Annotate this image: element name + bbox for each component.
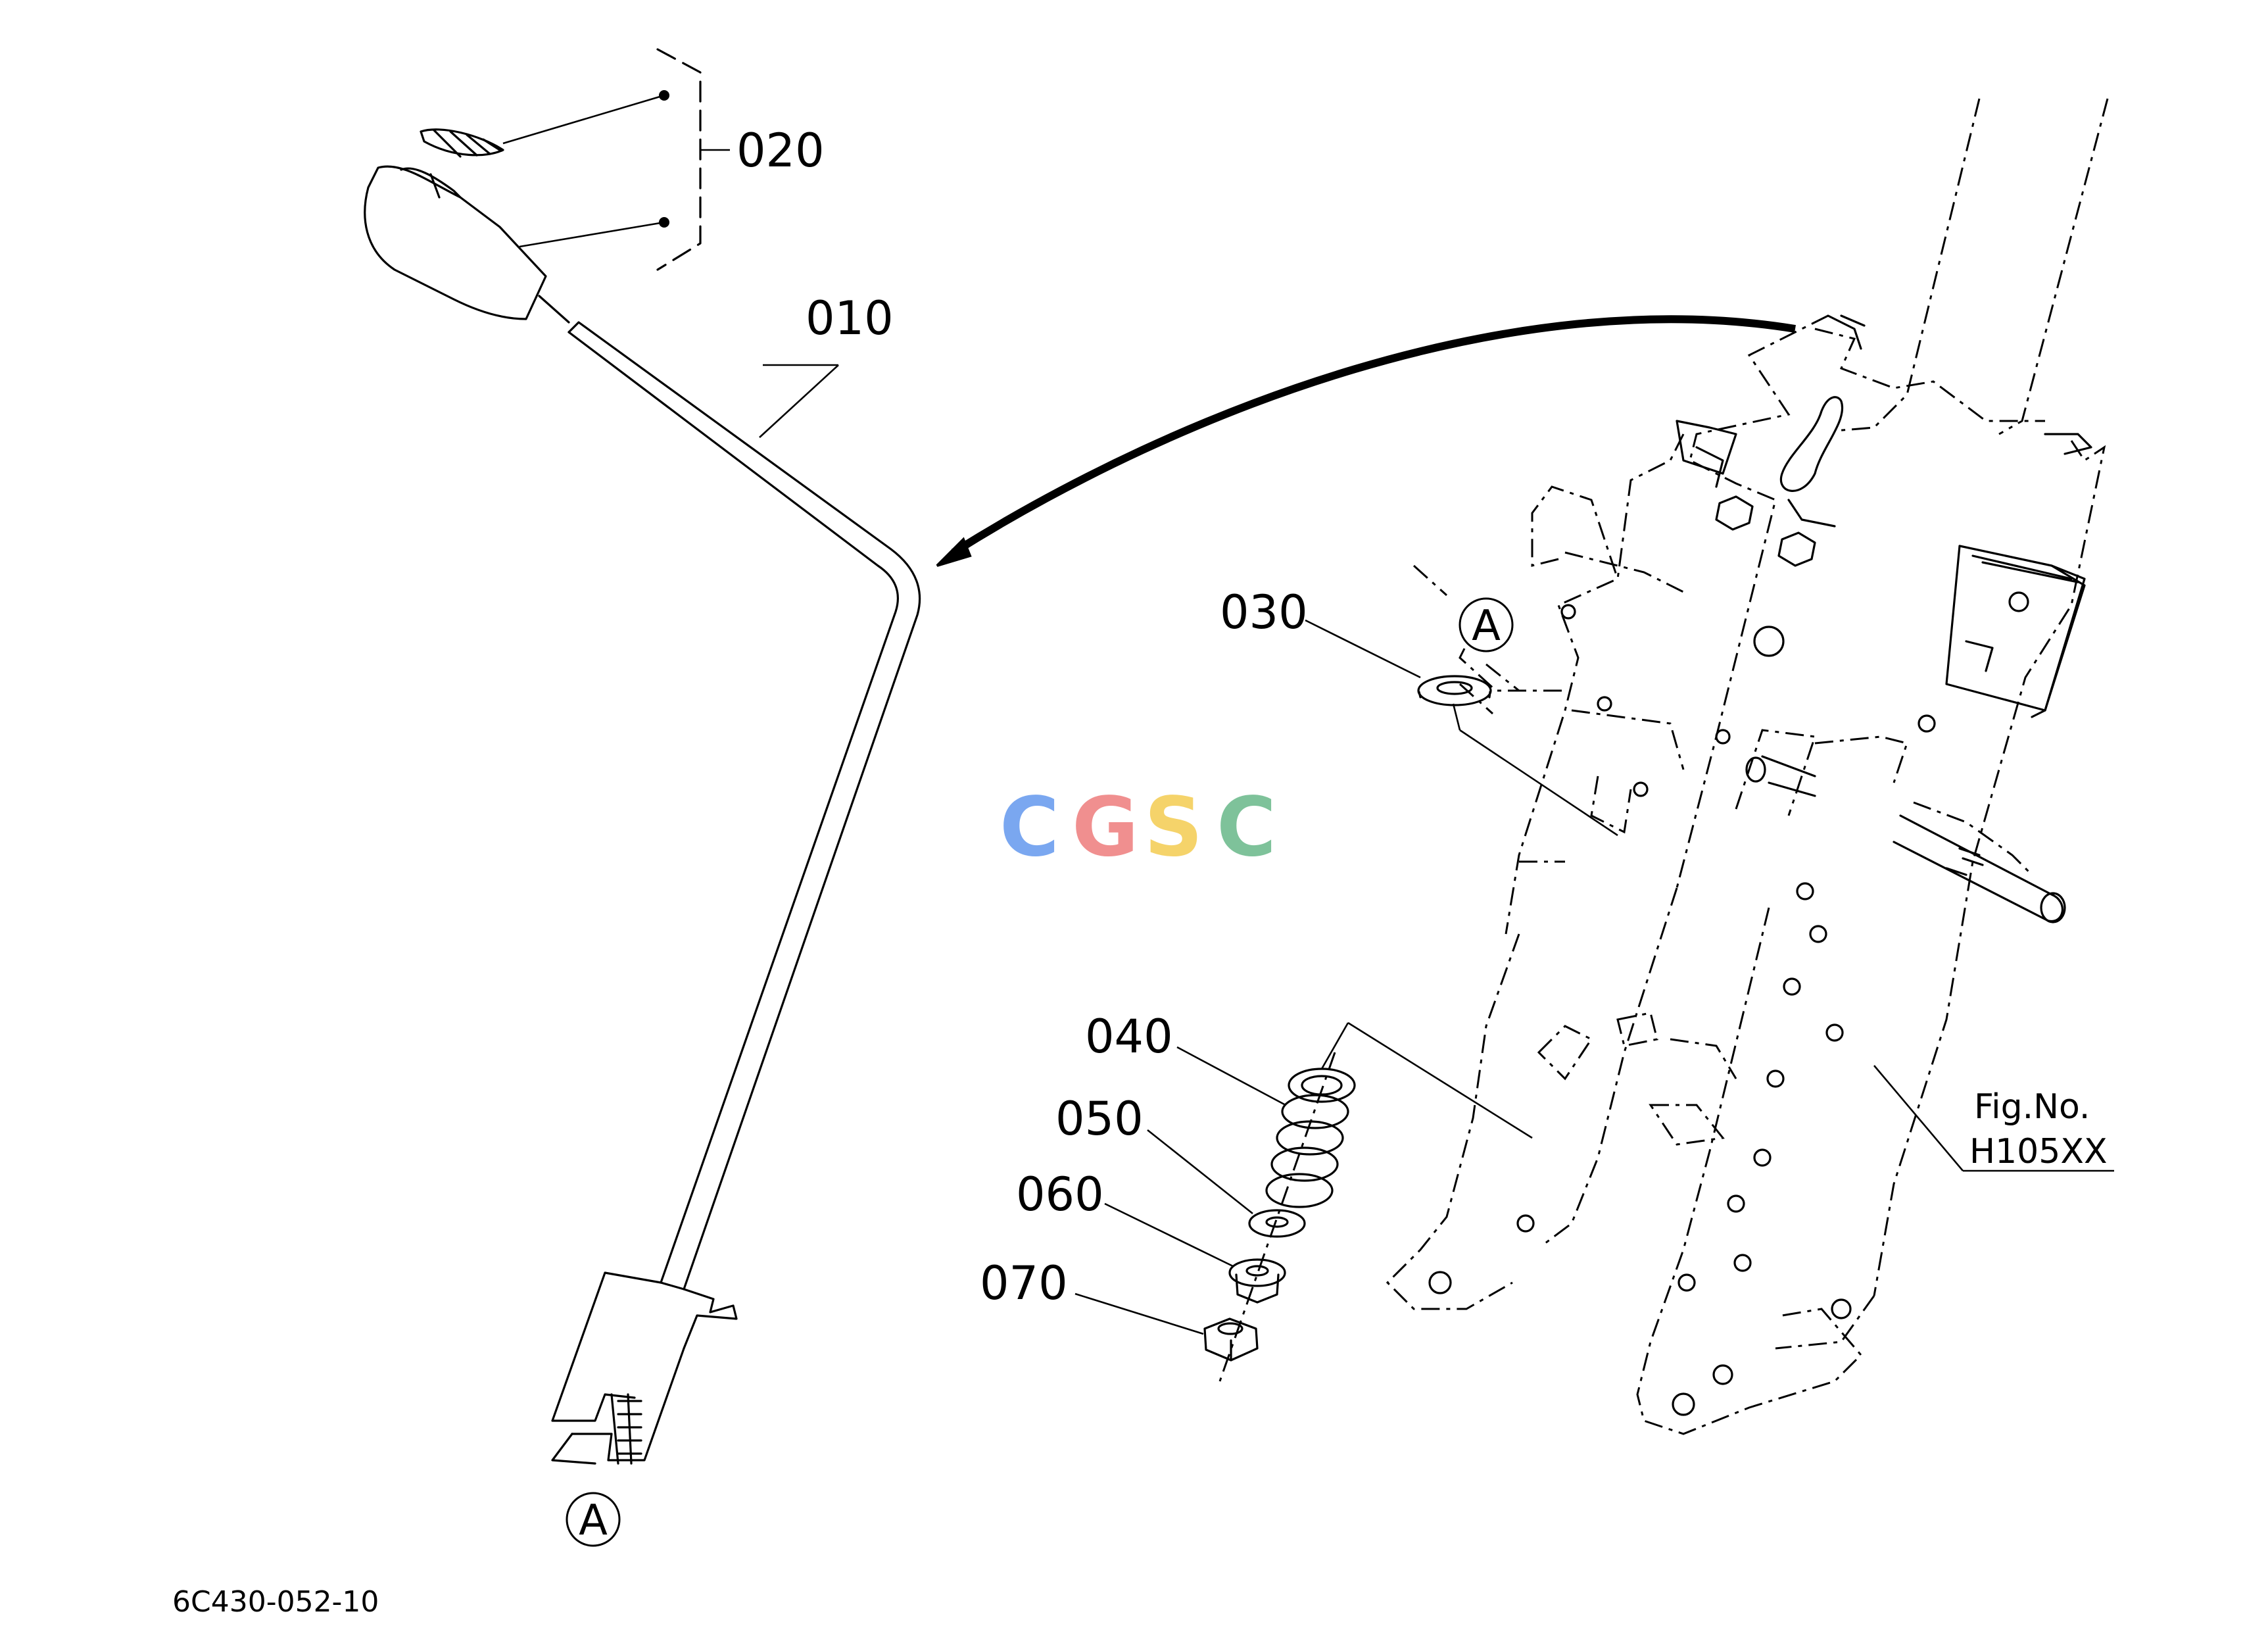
washer-050 xyxy=(1248,1209,1306,1238)
watermark-logo: C G S C xyxy=(1000,780,1276,875)
leader-lines xyxy=(759,364,2114,1335)
lever-shaft xyxy=(538,295,921,1465)
callout-050: 050 xyxy=(1055,1092,1144,1146)
washer-030 xyxy=(1417,675,1492,706)
reference-marker-lower-label: A xyxy=(579,1496,608,1545)
fastener-axis xyxy=(1218,1052,1336,1382)
callout-020: 020 xyxy=(736,124,825,178)
nut-070 xyxy=(1203,1317,1259,1362)
reference-marker-upper: A xyxy=(1459,597,1514,652)
watermark-letter-2: G xyxy=(1072,780,1139,875)
reference-marker-upper-label: A xyxy=(1472,602,1501,651)
figure-ref-line2: H105XX xyxy=(1969,1132,2108,1171)
lever-knob xyxy=(364,165,547,320)
callout-030: 030 xyxy=(1220,585,1308,639)
callout-010: 010 xyxy=(806,291,894,345)
watermark-letter-3: S xyxy=(1144,780,1203,875)
watermark-letter-1: C xyxy=(1000,780,1059,875)
diagram-code: 6C430-052-10 xyxy=(172,1585,379,1619)
reference-marker-lower: A xyxy=(566,1492,621,1547)
callout-070: 070 xyxy=(980,1256,1068,1310)
bracket-020 xyxy=(502,48,730,271)
watermark-letter-4: C xyxy=(1217,780,1276,875)
figure-ref-line1: Fig.No. xyxy=(1974,1087,2090,1127)
callout-060: 060 xyxy=(1016,1168,1104,1221)
steering-frame xyxy=(1386,98,2109,1435)
spring-040 xyxy=(1265,1068,1356,1208)
pointer-arrow xyxy=(936,315,1796,567)
callout-040: 040 xyxy=(1085,1010,1173,1064)
flange-nut-060 xyxy=(1228,1258,1286,1304)
knob-cap-hatched xyxy=(420,128,504,158)
